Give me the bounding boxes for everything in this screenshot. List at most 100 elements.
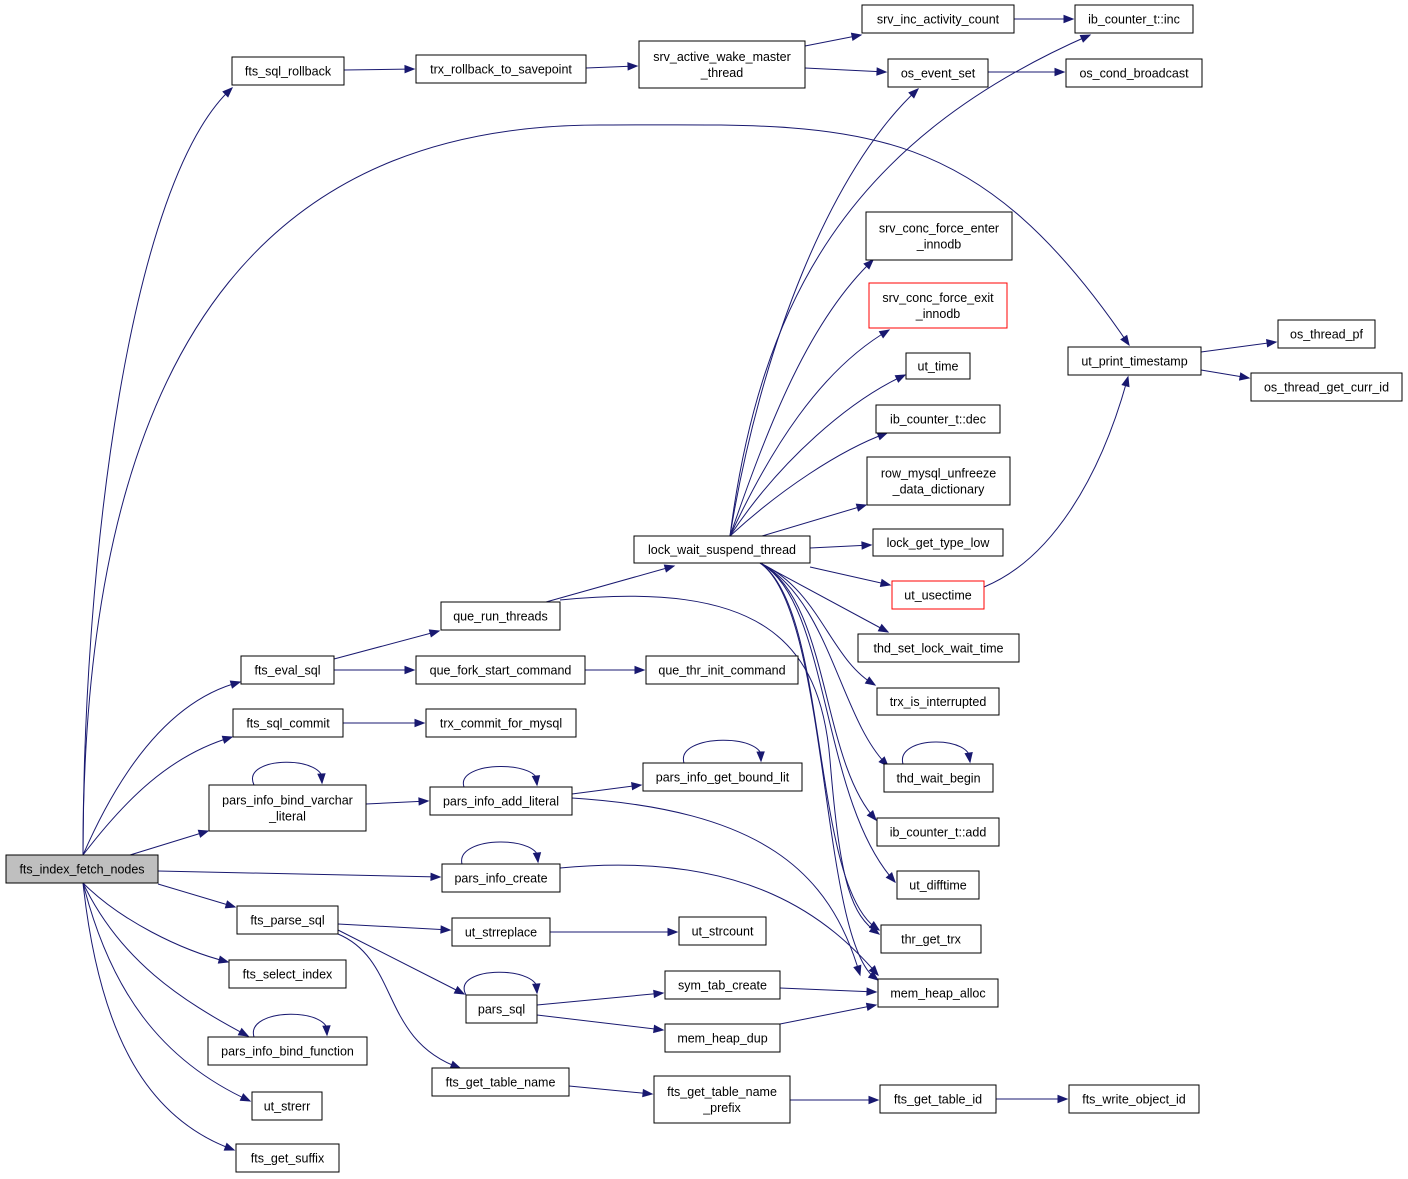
function-node-os-event-set[interactable]: os_event_set (887, 58, 989, 88)
function-node-srv-conc-force-exit-innodb[interactable]: srv_conc_force_exit_innodb (868, 282, 1008, 329)
node-box (861, 4, 1015, 34)
function-node-que-run-threads[interactable]: que_run_threads (440, 601, 561, 631)
function-node-fts-sql-commit[interactable]: fts_sql_commit (232, 708, 344, 738)
arrowhead (229, 680, 242, 689)
node-label: que_thr_init_command (658, 664, 785, 678)
node-label: srv_active_wake_master (653, 50, 791, 64)
call-edge-pial-to-pigbl (571, 782, 643, 795)
function-node-srv-inc-activity-count[interactable]: srv_inc_activity_count (861, 4, 1015, 34)
function-node-os-thread-pf[interactable]: os_thread_pf (1277, 319, 1376, 349)
function-node-trx-rollback-to-savepoint[interactable]: trx_rollback_to_savepoint (415, 54, 587, 84)
function-node-ib-counter-t-dec[interactable]: ib_counter_t::dec (875, 404, 1001, 434)
call-edge-lwst-to-ib_dec (729, 432, 889, 537)
edge-line (804, 34, 862, 47)
call-edge-rollback-to-trx_rb (343, 64, 416, 74)
function-node-fts-write-object-id[interactable]: fts_write_object_id (1068, 1084, 1200, 1114)
function-node-ut-difftime[interactable]: ut_difftime (896, 870, 980, 900)
arrowhead (879, 578, 892, 588)
call-edge-stc-to-mha (779, 987, 878, 996)
node-label: os_event_set (901, 67, 976, 81)
function-node-fts-get-table-name[interactable]: fts_get_table_name (431, 1067, 570, 1097)
call-edge-lwst-to-ut_time (729, 374, 907, 537)
node-label: ut_strcount (692, 925, 754, 939)
node-box (664, 970, 781, 1000)
node-box (228, 959, 347, 989)
node-label: ut_strerr (264, 1100, 311, 1114)
arrowhead (1079, 34, 1092, 43)
function-node-pars-info-add-literal[interactable]: pars_info_add_literal (429, 786, 573, 816)
recursive-call-edge-pibvl-to-pibvl (252, 761, 326, 786)
function-node-fts-sql-rollback[interactable]: fts_sql_rollback (231, 56, 345, 86)
edge-line (759, 562, 880, 931)
function-node-mem-heap-alloc[interactable]: mem_heap_alloc (877, 978, 999, 1008)
node-box (415, 54, 587, 84)
function-node-ib-counter-t-add[interactable]: ib_counter_t::add (876, 817, 1000, 847)
function-node-ib-counter-t-inc[interactable]: ib_counter_t::inc (1074, 4, 1194, 34)
function-node-thr-get-trx[interactable]: thr_get_trx (880, 924, 982, 954)
function-node-fts-get-table-id[interactable]: fts_get_table_id (879, 1084, 997, 1114)
function-node-ut-strreplace[interactable]: ut_strreplace (451, 917, 551, 947)
function-node-que-fork-start-command[interactable]: que_fork_start_command (415, 655, 586, 685)
arrowhead (627, 62, 639, 71)
arrowhead (197, 829, 210, 838)
node-box (236, 905, 339, 935)
function-node-trx-is-interrupted[interactable]: trx_is_interrupted (876, 687, 1000, 716)
node-label: trx_rollback_to_savepoint (430, 63, 572, 77)
function-node-srv-conc-force-enter-innodb[interactable]: srv_conc_force_enter_innodb (865, 211, 1013, 261)
function-node-pars-sql[interactable]: pars_sql (465, 994, 538, 1024)
edge-line (1200, 341, 1277, 353)
node-label: os_cond_broadcast (1079, 67, 1189, 81)
node-box (883, 763, 994, 793)
edge-line (729, 432, 888, 537)
function-node-ut-strerr[interactable]: ut_strerr (251, 1091, 323, 1121)
function-node-ut-print-timestamp[interactable]: ut_print_timestamp (1067, 346, 1202, 376)
function-node-ut-time[interactable]: ut_time (905, 352, 971, 380)
function-node-srv-active-wake-master-thread[interactable]: srv_active_wake_master_thread (638, 40, 806, 89)
function-node-sym-tab-create[interactable]: sym_tab_create (664, 970, 781, 1000)
call-edge-root-to-pibf (82, 882, 250, 1037)
function-node-fts-select-index[interactable]: fts_select_index (228, 959, 347, 989)
function-node-lock-wait-suspend-thread[interactable]: lock_wait_suspend_thread (633, 535, 811, 564)
node-box (451, 917, 551, 947)
function-node-pars-info-create[interactable]: pars_info_create (441, 863, 561, 893)
function-node-que-thr-init-command[interactable]: que_thr_init_command (645, 655, 799, 685)
function-node-ut-usectime[interactable]: ut_usectime (891, 580, 985, 610)
function-node-mem-heap-dup[interactable]: mem_heap_dup (664, 1023, 781, 1053)
call-edge-srv_awm-to-srv_iac (804, 32, 863, 47)
edge-line (157, 870, 441, 878)
node-label: ut_usectime (904, 589, 971, 603)
node-box (875, 404, 1001, 434)
function-node-fts-index-fetch-nodes[interactable]: fts_index_fetch_nodes (5, 854, 159, 884)
function-node-fts-get-suffix[interactable]: fts_get_suffix (235, 1143, 340, 1173)
edge-line (337, 933, 461, 1069)
function-node-pars-info-bind-function[interactable]: pars_info_bind_function (207, 1036, 368, 1066)
function-node-lock-get-type-low[interactable]: lock_get_type_low (872, 528, 1004, 557)
edge-line (463, 766, 538, 788)
node-box (876, 817, 1000, 847)
function-node-thd-set-lock-wait-time[interactable]: thd_set_lock_wait_time (857, 633, 1020, 663)
function-node-row-mysql-unfreeze-data-dictionary[interactable]: row_mysql_unfreeze_data_dictionary (866, 456, 1011, 506)
node-box (1074, 4, 1194, 34)
call-edges (82, 14, 1278, 1151)
function-node-pars-info-bind-varchar-literal[interactable]: pars_info_bind_varchar_literal (208, 784, 367, 832)
function-node-pars-info-get-bound-lit[interactable]: pars_info_get_bound_lit (642, 762, 803, 792)
call-edge-pial-to-mha (571, 797, 862, 977)
function-node-thd-wait-begin[interactable]: thd_wait_begin (883, 763, 994, 793)
edge-line (252, 761, 323, 786)
edge-line (729, 88, 919, 537)
function-node-fts-parse-sql[interactable]: fts_parse_sql (236, 905, 339, 935)
function-node-os-thread-get-curr-id[interactable]: os_thread_get_curr_id (1250, 372, 1403, 402)
edge-line (729, 374, 906, 537)
call-edge-root-to-upt (82, 124, 1130, 856)
node-label: sym_tab_create (678, 979, 767, 993)
function-node-os-cond-broadcast[interactable]: os_cond_broadcast (1065, 58, 1203, 88)
function-node-trx-commit-for-mysql[interactable]: trx_commit_for_mysql (425, 708, 577, 738)
function-node-fts-get-table-name-prefix[interactable]: fts_get_table_name_prefix (653, 1075, 791, 1124)
node-box (5, 854, 159, 884)
edge-line (761, 504, 867, 537)
edge-line (759, 562, 876, 686)
function-node-fts-eval-sql[interactable]: fts_eval_sql (240, 655, 335, 685)
function-node-ut-strcount[interactable]: ut_strcount (678, 916, 767, 946)
arrowhead (430, 872, 442, 882)
